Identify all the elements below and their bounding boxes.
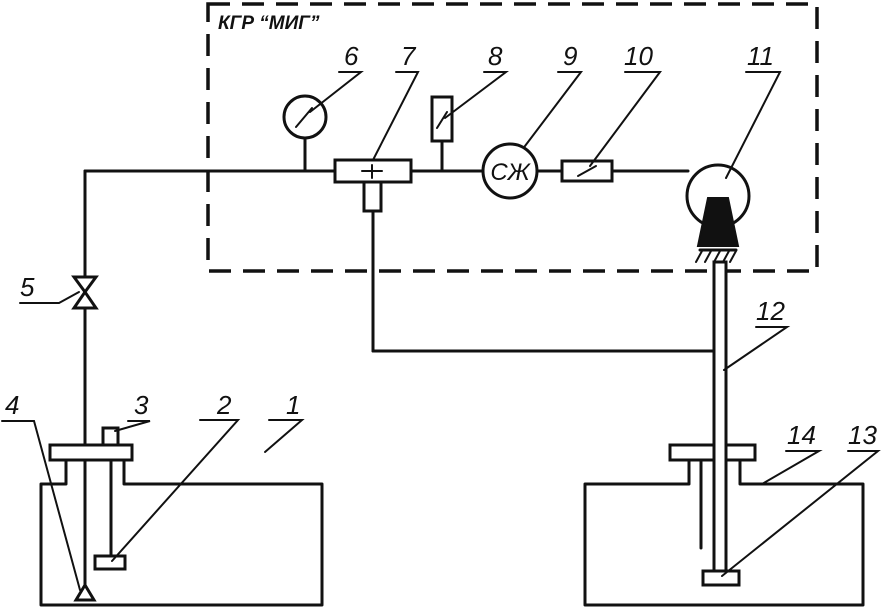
label-8: 8 (488, 41, 503, 71)
sensor-8 (430, 95, 454, 173)
label-7: 7 (401, 41, 417, 71)
flow-meter: СЖ (481, 142, 539, 200)
separator-block (333, 158, 720, 353)
element-10 (560, 159, 614, 183)
label-14: 14 (787, 420, 816, 450)
label-12: 12 (756, 296, 785, 326)
label-6: 6 (344, 41, 359, 71)
tank-right (583, 260, 865, 607)
unit-title: КГР “МИГ” (218, 13, 320, 34)
label-11: 11 (747, 41, 774, 71)
label-2: 2 (216, 390, 232, 420)
label-9: 9 (563, 41, 577, 71)
shutoff-valve (71, 275, 99, 310)
label-4: 4 (5, 390, 19, 420)
unit-boundary (206, 2, 819, 273)
label-3: 3 (134, 390, 149, 420)
label-1: 1 (286, 390, 300, 420)
label-13: 13 (848, 420, 877, 450)
label-10: 10 (624, 41, 653, 71)
pressure-gauge (282, 94, 328, 173)
label-5: 5 (20, 272, 35, 302)
tank-left (39, 426, 324, 607)
leader-lines (1, 71, 881, 591)
pump (685, 163, 751, 263)
meter-symbol: СЖ (490, 159, 531, 186)
main-pipeline (83, 169, 690, 450)
